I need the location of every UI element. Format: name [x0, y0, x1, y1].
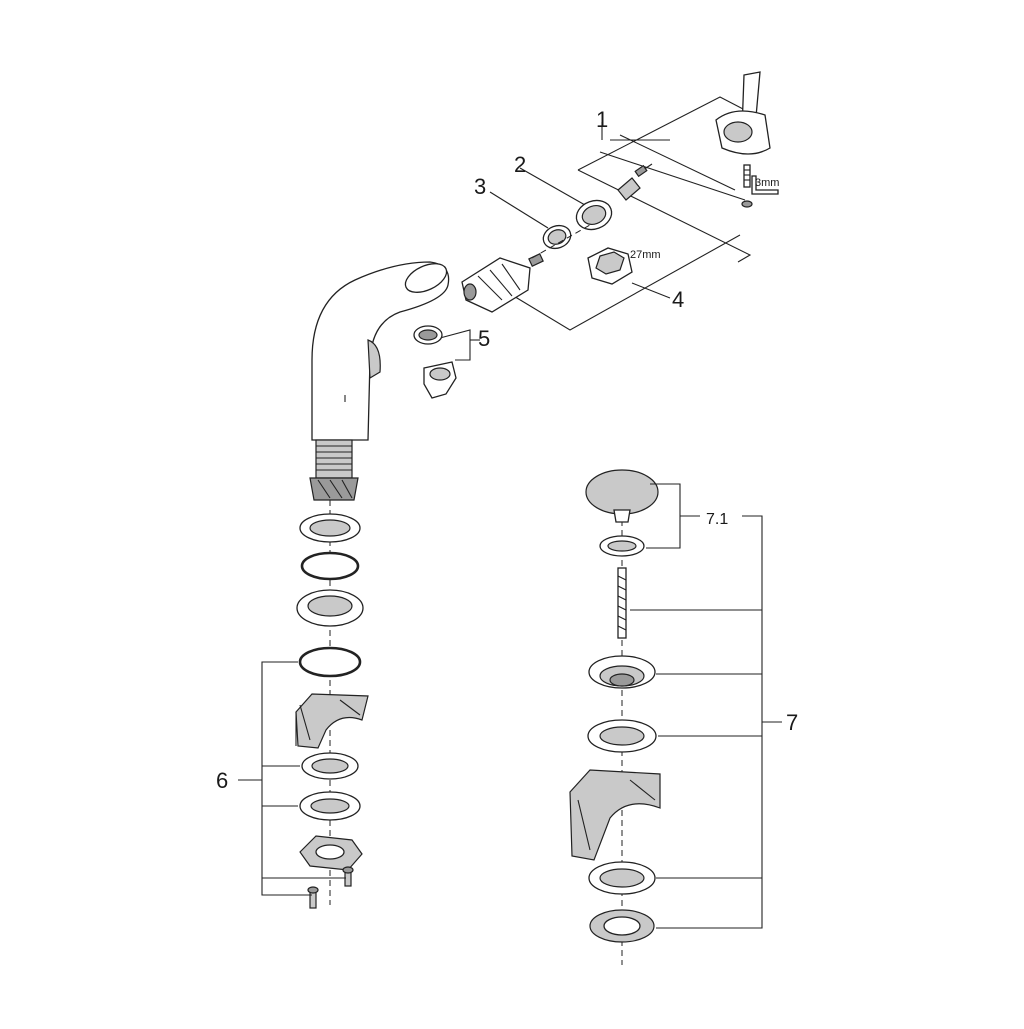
allen-key-size-label: 3mm	[755, 177, 779, 189]
adapter-piece	[617, 163, 653, 201]
callout-7-1: 7.1	[706, 511, 728, 528]
mixing-cartridge	[461, 253, 544, 313]
callout-6: 6	[216, 768, 228, 793]
aerator-key	[423, 361, 457, 399]
mounting-parts-left	[295, 513, 369, 909]
callout-1: 1	[596, 107, 608, 132]
waste-set-parts	[569, 469, 661, 943]
callout-5: 5	[478, 326, 490, 351]
cover-ring	[575, 199, 613, 231]
callout-4: 4	[672, 287, 684, 312]
aerator	[413, 325, 443, 345]
threaded-shank	[309, 439, 359, 501]
hex-wrench-size-label: 27mm	[630, 249, 661, 261]
grub-screw	[741, 164, 753, 208]
leader-lines-7	[630, 483, 782, 929]
allen-key	[751, 175, 779, 195]
basin-mixer-body	[311, 261, 450, 441]
lever-handle	[715, 71, 771, 155]
leader-lines-top	[439, 96, 752, 361]
leader-lines-6	[238, 661, 346, 896]
callout-3: 3	[474, 174, 486, 199]
retaining-ring	[542, 224, 572, 250]
callout-2: 2	[514, 152, 526, 177]
hex-socket-wrench	[587, 247, 633, 285]
callout-7: 7	[786, 710, 798, 735]
